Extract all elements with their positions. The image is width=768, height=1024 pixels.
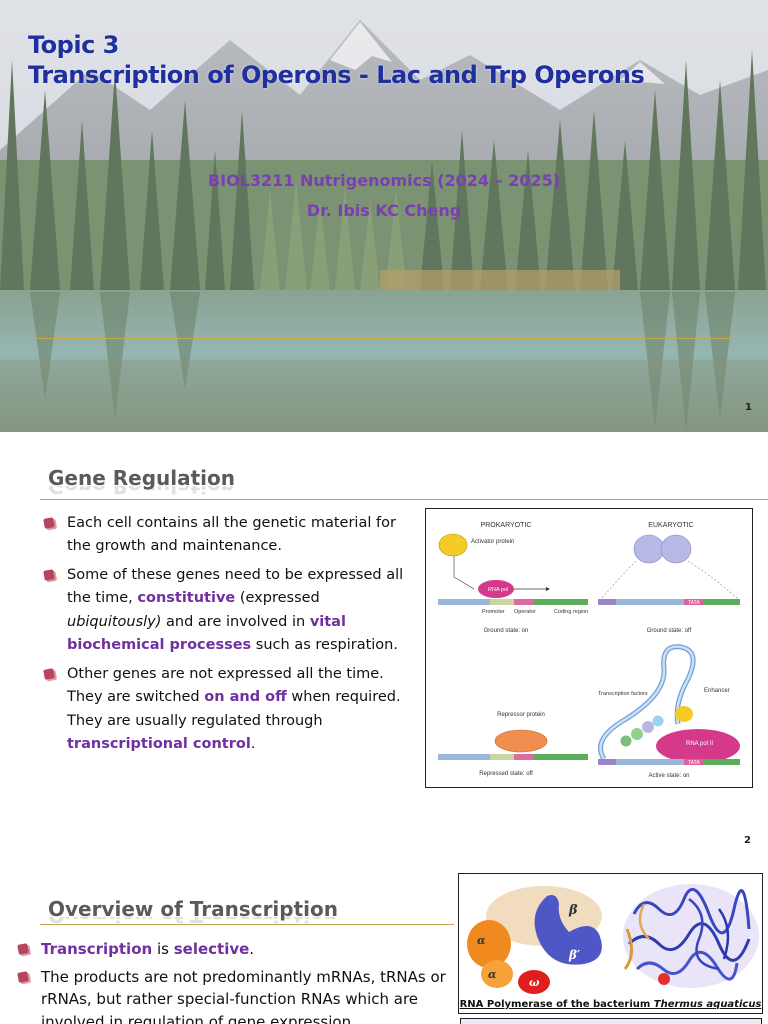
repressed-label: Repressed state: off (479, 771, 533, 777)
alpha2-label: α (488, 968, 497, 981)
enhancer-label: Enhancer (704, 688, 730, 694)
rna-pol-ii (656, 729, 740, 763)
rna-polymerase-figure: β β′ α α ω RNA Polymerase of the bact (458, 873, 763, 1014)
lecturer-name: Dr. Ibis KC Cheng (306, 201, 462, 220)
mountain-lake-background (0, 0, 768, 432)
bullet-text: Each cell contains all the genetic mater… (67, 515, 396, 555)
topic-heading: Transcription of Operons - Lac and Trp O… (28, 61, 645, 89)
heading-reflection: Gene Regulation (48, 486, 236, 498)
polymerase-caption: RNA Polymerase of the bacterium Thermus … (459, 999, 762, 1010)
bullet-icon (17, 970, 29, 983)
course-name: BIOL3211 Nutrigenomics (2024 – 2025) (207, 171, 561, 190)
highlight-vital-processes: vital biochemical processes (67, 613, 346, 654)
activator-protein (438, 533, 468, 557)
bullet-text: when required. They are usually regulate… (67, 689, 401, 729)
caption-species: Thermus aquaticus (653, 999, 762, 1010)
topic-label: Topic 3 (28, 31, 119, 59)
bullet-text: Other genes are not expressed all the ti… (67, 665, 384, 706)
bullet-list: Each cell contains all the genetic mater… (43, 512, 404, 762)
rna-polymerase-diagram: β β′ α α ω (467, 884, 759, 994)
bullet-text: is (152, 940, 174, 958)
heading-rule (40, 499, 768, 500)
page-number: 1 (745, 402, 752, 413)
active-label: Active state: on (648, 773, 689, 779)
tata-label-top: TATA (688, 600, 700, 606)
bullet-list: Transcription is selective. The products… (17, 938, 448, 1024)
tf-4 (620, 735, 632, 747)
nucleosome-right (660, 534, 692, 564)
tf-label: Transcription factors (598, 691, 648, 697)
bullet-text: . (249, 940, 255, 958)
highlight-transcriptional-control: transcriptional control (67, 736, 251, 753)
omega-label: ω (529, 976, 540, 989)
bullet-text: . (250, 736, 256, 753)
bullet-item: Some of these genes need to be expressed… (43, 564, 404, 658)
tf-1 (631, 728, 643, 740)
italic-ubiquitously: ubiquitously) (67, 613, 162, 630)
bullet-icon (43, 668, 55, 680)
repressor-protein (494, 729, 548, 753)
ground-off-label: Ground state: off (647, 628, 692, 634)
bullet-item: Each cell contains all the genetic mater… (43, 512, 404, 559)
omega-subunit (518, 970, 550, 994)
gene-regulation-slide: Gene Regulation Gene Regulation Each cel… (0, 432, 768, 864)
title-slide: Topic 3 Transcription of Operons - Lac a… (0, 0, 768, 432)
bullet-text: Some of these genes need to be expressed… (67, 566, 404, 607)
eukaryotic-label: EUKARYOTIC (648, 522, 693, 529)
beta-prime-label: β′ (568, 948, 581, 962)
repressor-label: Repressor protein (497, 712, 545, 718)
enhancer-activator (675, 706, 693, 722)
overview-slide: Overview of Transcription Overview of Tr… (0, 864, 768, 1024)
alpha1-label: α (477, 934, 486, 947)
tf-2 (642, 721, 654, 733)
tf-3 (652, 715, 664, 727)
bullet-text: such as respiration. (251, 637, 398, 654)
highlight-on-off: on and off (204, 689, 287, 706)
rna-pol (478, 580, 514, 598)
heading-rule (40, 924, 454, 925)
beta-label: β (568, 903, 578, 918)
bullet-icon (17, 943, 29, 955)
bullet-item: Other genes are not expressed all the ti… (43, 663, 404, 757)
title-divider (36, 338, 732, 339)
heading-reflection: Overview of Transcription (48, 917, 338, 927)
highlight-transcription: Transcription (41, 940, 153, 958)
highlight-constitutive: constitutive (137, 590, 236, 607)
next-figure-box (460, 1018, 762, 1024)
slide-title: Topic 3 Transcription of Operons - Lac a… (28, 30, 645, 90)
highlight-selective: selective (173, 940, 250, 958)
bullet-text: (expressed (235, 590, 320, 607)
bullet-icon (43, 517, 55, 529)
beta-prime-subunit (534, 895, 602, 965)
slide-heading: Overview of Transcription (48, 897, 338, 921)
rna-pol-ii-label: RNA pol II (686, 741, 713, 747)
crystal-structure (623, 884, 759, 988)
slide-heading: Gene Regulation (48, 466, 236, 490)
alpha2-subunit (481, 960, 513, 988)
page-number: 2 (744, 835, 751, 846)
promoter-label: Promoter (482, 609, 505, 615)
alpha1-subunit (467, 920, 511, 968)
bullet-text: The products are not predominantly mRNAs… (41, 967, 446, 1024)
tata-label-bottom: TATA (688, 760, 700, 766)
bullet-item: The products are not predominantly mRNAs… (17, 966, 448, 1024)
regulation-figure: PROKARYOTIC EUKARYOTIC Activator protein… (425, 508, 753, 788)
rna-pol-label: RNA pol (488, 587, 508, 593)
regulation-diagram: PROKARYOTIC EUKARYOTIC Activator protein… (438, 522, 740, 779)
bullet-text: and are involved in (161, 613, 310, 630)
coding-label: Coding region (554, 609, 588, 615)
caption-text: RNA Polymerase of the bacterium (459, 999, 654, 1010)
activator-label: Activator protein (471, 539, 514, 545)
ground-on-label: Ground state: on (484, 628, 529, 634)
prokaryotic-label: PROKARYOTIC (481, 522, 532, 529)
operator-label: Operator (514, 609, 536, 615)
bullet-item: Transcription is selective. (17, 938, 448, 961)
bullet-icon (43, 569, 55, 581)
nucleosome-left (633, 534, 665, 564)
